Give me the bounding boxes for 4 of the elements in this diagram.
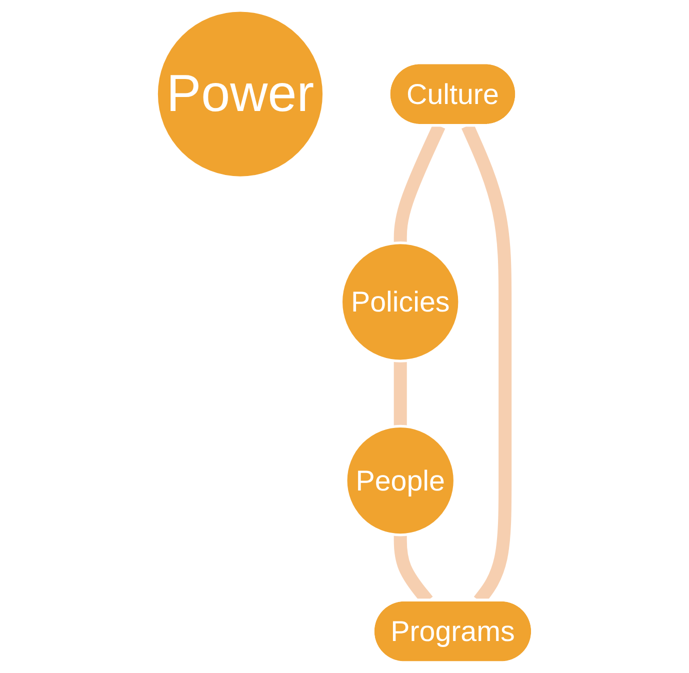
connector: [394, 360, 407, 428]
node-circle: Power: [155, 9, 326, 179]
node-circle: Policies: [340, 241, 461, 362]
node-circle: People: [344, 424, 456, 536]
